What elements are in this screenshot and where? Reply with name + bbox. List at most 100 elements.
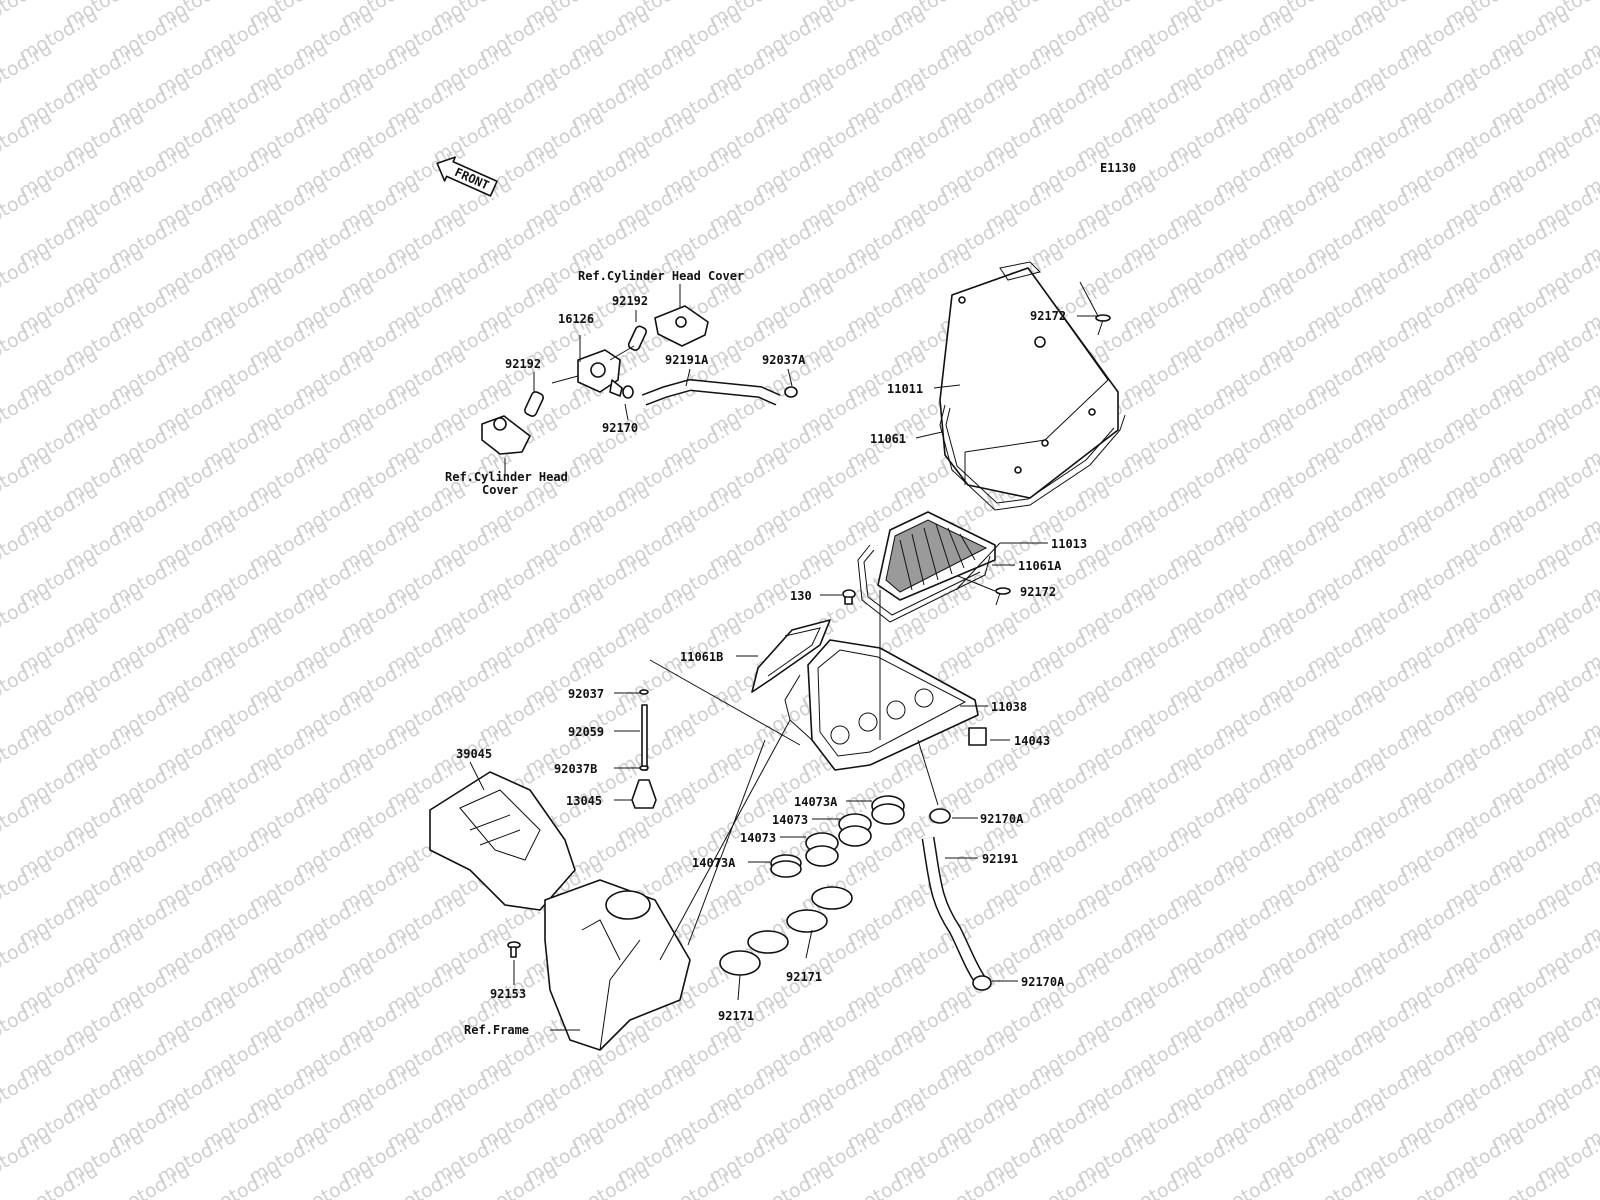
label-92171-left: 92171 [718,1009,754,1023]
label-92170A-top: 92170A [980,812,1024,826]
watermark-text: motod.ru [0,514,56,577]
label-92037A: 92037A [762,353,806,367]
label-14073-1: 14073 [772,813,808,827]
frame [544,879,691,1051]
watermark-text: motod.ru [935,1160,1021,1200]
label-13045: 13045 [566,794,602,808]
cylinder-head-cover-part-top [654,305,709,347]
watermark-text: motod.ru [0,310,56,373]
label-92037: 92037 [568,687,604,701]
label-11038: 11038 [991,700,1027,714]
hose-92192-left [524,391,544,417]
hose-92191A [622,378,798,406]
watermark-text: motod.ru [0,106,56,169]
label-14073A-bottom: 14073A [692,856,736,870]
label-11061A: 11061A [1018,559,1062,573]
ref-cylinder-head-cover-top: Ref.Cylinder Head Cover [578,269,744,283]
reed-valve-16126 [577,349,623,397]
label-92153: 92153 [490,987,526,1001]
watermark-text: motod.ru [291,1160,377,1200]
watermark-text: motod.ru [1073,1194,1159,1200]
watermark-text: motod.ru [475,1160,561,1200]
label-11011: 11011 [887,382,923,396]
watermark-text: motod.ru [0,378,56,441]
label-11061: 11061 [870,432,906,446]
leader-lines [469,281,1099,1031]
cylinder-head-cover-part-bottom [481,415,531,455]
hose-92192-top [627,325,647,351]
block-14043 [968,727,987,746]
watermark-text: motod.ru [0,990,56,1053]
label-14073-2: 14073 [740,831,776,845]
watermark-text: motod.ru [0,922,56,985]
hose-92191 [921,808,992,991]
label-92170A-bottom: 92170A [1021,975,1065,989]
intake-funnels-14073 [770,795,905,878]
label-92191: 92191 [982,852,1018,866]
bracket-39045 [429,771,576,911]
part-labels: 92172 11011 11061 11013 11061A 92172 130… [445,269,1087,1037]
watermark-text: motod.ru [0,0,56,32]
watermark-text: motod.ru [1027,1160,1113,1200]
watermark-text: motod.ru [659,1160,745,1200]
watermark-text: motod.ru [751,1160,837,1200]
watermark-text: motod.ru [843,1160,929,1200]
watermark-text: motod.ru [153,1194,239,1200]
watermark-text: motod.ru [0,446,56,509]
watermark-text: motod.ru [429,1194,515,1200]
watermark-text: motod.ru [1211,1160,1297,1200]
label-92172-top: 92172 [1030,309,1066,323]
label-11061B: 11061B [680,650,723,664]
seal-11061B [751,619,831,693]
watermark-text: motod.ru [0,1058,56,1121]
diagram-code: E1130 [1100,161,1136,175]
bolt-92153 [507,941,521,958]
label-92037B: 92037B [554,762,597,776]
watermark-text: motod.ru [0,582,56,645]
watermark-text: motod.ru [705,1194,791,1200]
watermark-text: motod.ru [1257,1194,1343,1200]
watermark-text: motod.ru [0,1126,56,1189]
watermark-text: motod.ru [797,1194,883,1200]
label-92191A: 92191A [665,353,709,367]
watermark-text: motod.ru [1119,1160,1205,1200]
watermark-text: motod.ru [567,1160,653,1200]
label-16126: 16126 [558,312,594,326]
watermark-text: motod.ru [245,1194,331,1200]
watermark-text: motod.ru [1165,1194,1251,1200]
watermark-text: motod.ru [0,718,56,781]
clamps-92171 [719,886,853,976]
air-cleaner-housing-11038 [784,639,979,771]
watermark-text: motod.ru [337,1194,423,1200]
label-39045: 39045 [456,747,492,761]
watermark-text: motod.ru [1487,1160,1573,1200]
ref-frame: Ref.Frame [464,1023,529,1037]
label-11013: 11013 [1051,537,1087,551]
watermark-text: motod.ru [0,786,56,849]
gasket-11061A [857,544,991,623]
label-92171-right: 92171 [786,970,822,984]
watermark-text: motod.ru [1441,1194,1527,1200]
air-filter-11013 [877,511,996,601]
watermark-text: motod.ru [107,1160,193,1200]
watermark-text: motod.ru [1395,1160,1481,1200]
watermark-text: motod.ru [0,38,56,101]
watermark-text: motod.ru [0,650,56,713]
watermark-text: motod.ru [521,1194,607,1200]
screw-92172-top [1095,314,1111,336]
watermark-text: motod.ru [61,1194,147,1200]
watermark-text: motod.ru [1349,1194,1435,1200]
watermark-text: motod.ru [0,174,56,237]
watermark-text: motod.ru [383,1160,469,1200]
label-92172-mid: 92172 [1020,585,1056,599]
ref-cylinder-head-cover-bottom-line1: Ref.Cylinder Head [445,470,568,484]
label-92192-left: 92192 [505,357,541,371]
bolt-130 [842,589,856,605]
watermark-text: motod.ru [199,1160,285,1200]
watermark-text: motod.ru [0,242,56,305]
label-14043: 14043 [1014,734,1050,748]
label-130: 130 [790,589,812,603]
screw-92172-mid [995,587,1011,606]
label-92059: 92059 [568,725,604,739]
watermark-text: motod.ru [0,854,56,917]
